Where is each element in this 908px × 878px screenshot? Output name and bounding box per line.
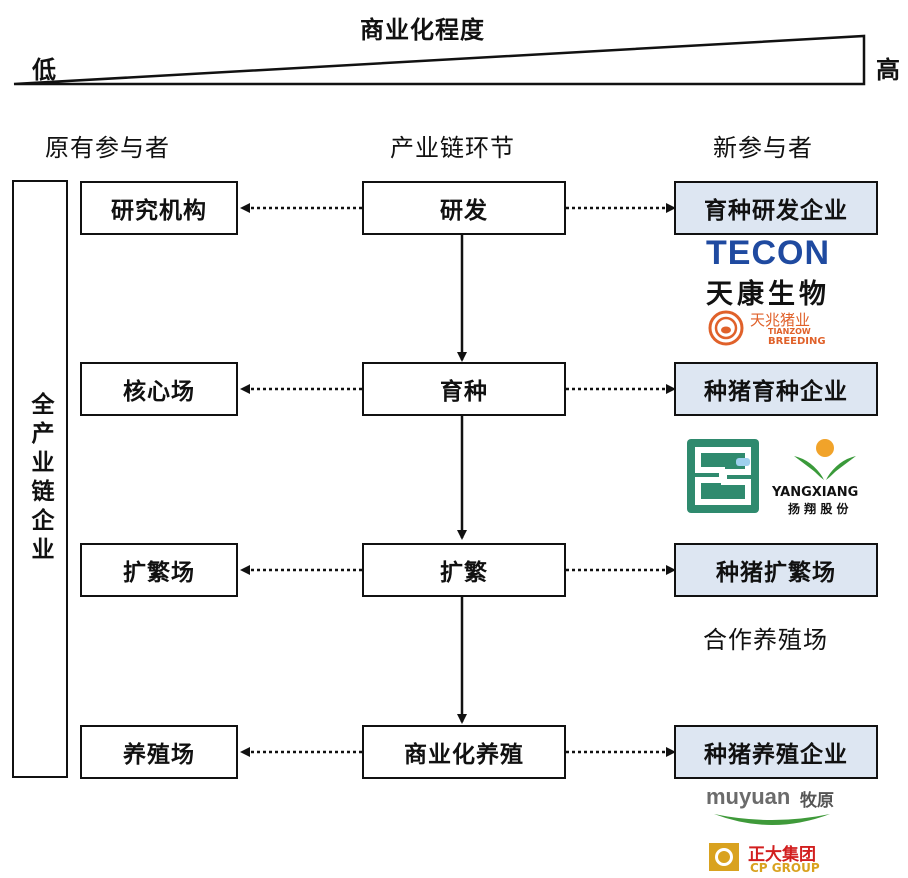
tianzow-logo-cn: 天兆猪业 bbox=[750, 311, 811, 329]
tianzow-pig-icon bbox=[708, 310, 744, 346]
heading-chain-stage: 产业链环节 bbox=[390, 134, 515, 162]
cp-group-logo-en: CP GROUP bbox=[750, 861, 820, 875]
full-chain-enterprise-label: 全产业链企业 bbox=[27, 392, 53, 566]
yangxiang-logo-cn: 扬 翔 股 份 bbox=[788, 502, 849, 516]
cp-group-logo-cn: 正大集团 bbox=[748, 845, 816, 865]
heading-original-participants: 原有参与者 bbox=[45, 134, 170, 162]
chain-box-multiplication: 扩繁 bbox=[362, 543, 566, 597]
chain-box-rnd: 研发 bbox=[362, 181, 566, 235]
muyuan-logo-en: muyuan bbox=[706, 784, 791, 809]
yangxiang-logo-en: YANGXIANG bbox=[772, 485, 859, 500]
original-box-multiplier-farm: 扩繁场 bbox=[80, 543, 238, 597]
heading-new-participants: 新参与者 bbox=[713, 134, 813, 162]
chain-box-breeding: 育种 bbox=[362, 362, 566, 416]
chain-box-commercial-farming: 商业化养殖 bbox=[362, 725, 566, 779]
tecon-logo-cn: 天康生物 bbox=[706, 279, 830, 310]
zq-square-logo bbox=[687, 439, 759, 513]
commercialization-wedge bbox=[13, 34, 866, 86]
original-box-farm: 养殖场 bbox=[80, 725, 238, 779]
new-box-pig-multiplier: 种猪扩繁场 bbox=[674, 543, 878, 597]
scale-low-label: 低 bbox=[32, 56, 56, 84]
cp-group-icon bbox=[709, 843, 739, 871]
original-box-research: 研究机构 bbox=[80, 181, 238, 235]
new-box-breeding-rnd: 育种研发企业 bbox=[674, 181, 878, 235]
tianzow-logo-en1: TIANZOW bbox=[768, 327, 811, 336]
original-box-core-farm: 核心场 bbox=[80, 362, 238, 416]
new-box-pig-breeding: 种猪育种企业 bbox=[674, 362, 878, 416]
yangxiang-sun-leaf-icon bbox=[794, 439, 856, 480]
scale-high-label: 高 bbox=[876, 56, 900, 84]
muyuan-swoosh-icon bbox=[714, 814, 830, 825]
tianzow-logo-en2: BREEDING bbox=[768, 336, 826, 347]
cooperative-farm-label: 合作养殖场 bbox=[703, 626, 828, 654]
full-chain-enterprise-box: 全产业链企业 bbox=[12, 180, 68, 778]
scale-title: 商业化程度 bbox=[360, 16, 485, 44]
tecon-logo-word: TECON bbox=[706, 234, 830, 272]
muyuan-logo-cn: 牧原 bbox=[800, 791, 834, 811]
new-box-pig-farming: 种猪养殖企业 bbox=[674, 725, 878, 779]
